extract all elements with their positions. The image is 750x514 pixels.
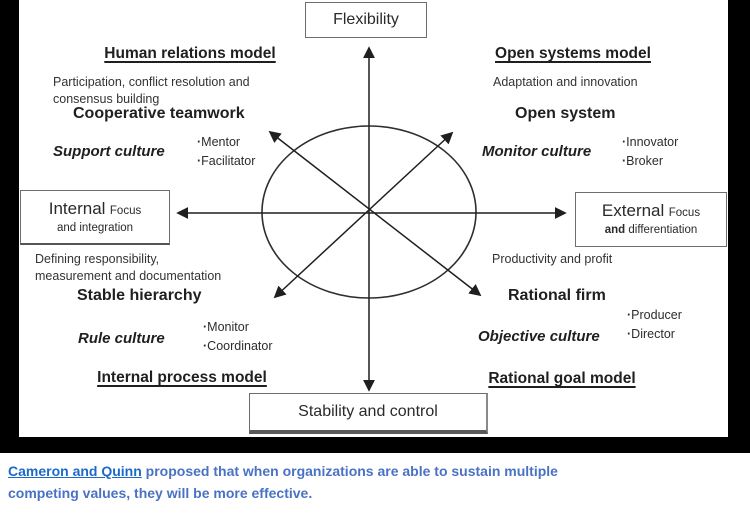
internal-process-structure: Stable hierarchy xyxy=(77,287,202,304)
monitor-culture-label: Monitor culture xyxy=(482,143,592,160)
open-systems-roles: Innovator Broker xyxy=(622,133,678,171)
flexibility-label: Flexibility xyxy=(333,11,399,28)
internal-process-description: Defining responsibility, measurement and… xyxy=(35,252,222,283)
external-focus-line1: External Focus xyxy=(602,200,700,223)
rule-culture-label: Rule culture xyxy=(78,330,165,347)
internal-focus-line1: Internal Focus xyxy=(49,198,141,221)
role-item: Producer xyxy=(627,306,682,325)
caption-strip: Cameron and Quinn proposed that when org… xyxy=(0,453,750,514)
role-item: Innovator xyxy=(622,133,678,152)
rational-goal-description: Productivity and profit xyxy=(492,252,613,266)
role-item: Mentor xyxy=(197,133,255,152)
role-item: Director xyxy=(627,325,682,344)
external-subtitle-and: and xyxy=(604,224,626,237)
open-systems-structure: Open system xyxy=(515,105,616,122)
diagonal-arrow-sw-ne xyxy=(273,131,454,299)
internal-suffix: Focus xyxy=(109,204,142,217)
rational-goal-model-heading: Rational goal model xyxy=(488,370,636,387)
role-item: Facilitator xyxy=(197,152,255,171)
role-item: Broker xyxy=(622,152,678,171)
diagram-panel: Flexibility Stability and control Intern… xyxy=(19,0,728,437)
cameron-and-quinn-link[interactable]: Cameron and Quinn xyxy=(8,463,142,479)
human-relations-structure: Cooperative teamwork xyxy=(73,105,245,122)
role-item: Coordinator xyxy=(203,337,272,356)
stability-label: Stability and control xyxy=(298,403,438,420)
external-title: External xyxy=(601,201,665,221)
support-culture-label: Support culture xyxy=(53,143,165,160)
external-subtitle: and differentiation xyxy=(605,223,698,239)
internal-process-roles: Monitor Coordinator xyxy=(203,318,273,356)
internal-focus-axis-box: Internal Focus and integration xyxy=(20,190,170,245)
role-item: Monitor xyxy=(203,318,273,337)
caption-text: Cameron and Quinn proposed that when org… xyxy=(8,460,720,504)
rational-goal-structure: Rational firm xyxy=(508,287,606,304)
caption-rest: proposed that when organizations are abl… xyxy=(8,463,558,501)
human-relations-description: Participation, conflict resolution and c… xyxy=(53,75,250,106)
external-suffix: Focus xyxy=(668,207,701,220)
open-systems-description: Adaptation and innovation xyxy=(493,75,638,89)
internal-process-model-heading: Internal process model xyxy=(97,369,267,386)
internal-title: Internal xyxy=(48,198,106,218)
axes-graphic xyxy=(176,46,567,392)
objective-culture-label: Objective culture xyxy=(478,328,600,345)
stability-axis-box: Stability and control xyxy=(249,393,488,434)
external-subtitle-rest: differentiation xyxy=(628,224,698,237)
rational-goal-roles: Producer Director xyxy=(627,306,682,344)
open-systems-model-heading: Open systems model xyxy=(495,45,651,62)
external-focus-axis-box: External Focus and differentiation xyxy=(575,192,727,247)
human-relations-model-heading: Human relations model xyxy=(104,45,276,62)
human-relations-roles: Mentor Facilitator xyxy=(197,133,255,171)
internal-subtitle: and integration xyxy=(56,221,134,234)
flexibility-axis-box: Flexibility xyxy=(305,2,427,38)
